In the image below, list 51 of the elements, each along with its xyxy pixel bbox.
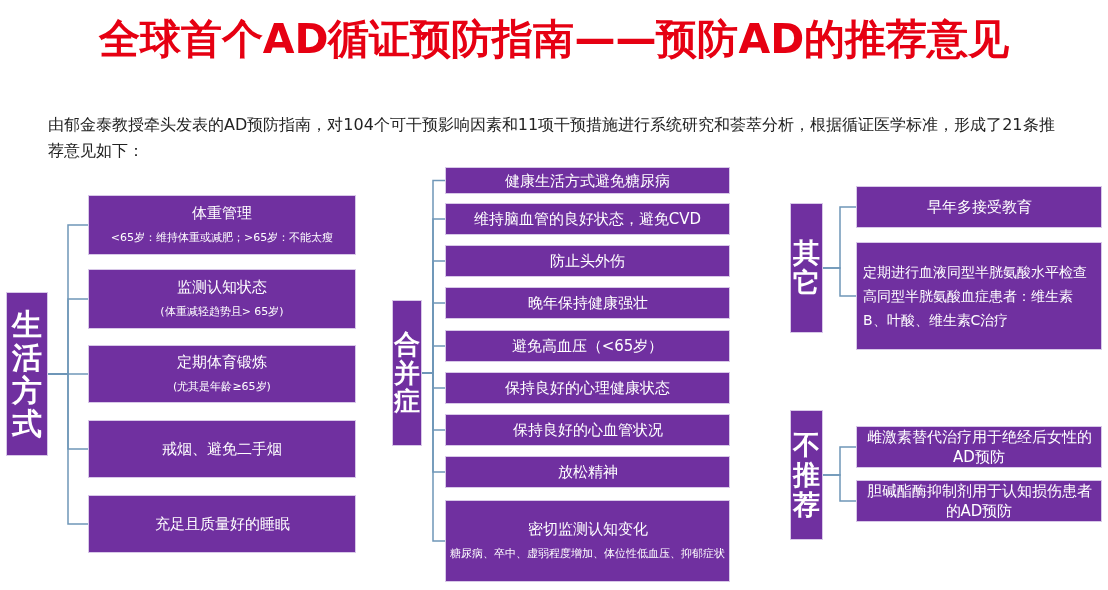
connector-line — [822, 267, 857, 297]
category-label: 不推荐 — [791, 430, 821, 520]
note-text: <65岁：维持体重或减肥；>65岁：不能太瘦 — [109, 230, 335, 246]
recommendation-text: 戒烟、避免二手烟 — [161, 439, 283, 459]
recommendation-text: 保持良好的心血管状况 — [511, 420, 664, 440]
note-text: 高同型半胱氨酸血症患者：维生素B、叶酸、维生素C治疗 — [862, 287, 1074, 330]
recommendation-box — [856, 242, 1102, 350]
recommendation-text: 体重管理 — [191, 203, 253, 223]
recommendation-box — [445, 245, 730, 277]
note-text: (体重减轻趋势且> 65岁) — [159, 304, 285, 320]
recommendation-box — [445, 414, 730, 446]
recommendation-text: 胆碱酯酶抑制剂用于认知损伤患者的AD预防 — [865, 481, 1093, 521]
note-text: 糖尿病、卒中、虚弱程度增加、体位性低血压、抑郁症状 — [449, 546, 726, 562]
recommendation-box — [445, 456, 730, 488]
recommendation-text: 保持良好的心理健康状态 — [504, 378, 671, 398]
recommendation-text: 密切监测认知变化 — [526, 519, 649, 539]
category-box — [6, 292, 48, 456]
recommendation-text: 晚年保持健康强壮 — [526, 293, 649, 313]
recommendation-box — [88, 195, 356, 255]
title: 全球首个AD循证预防指南——预防AD的推荐意见 — [97, 14, 1011, 65]
category-box — [790, 410, 823, 540]
recommendation-box — [445, 330, 730, 362]
category-box — [392, 300, 422, 446]
recommendation-box — [88, 495, 356, 553]
recommendation-box — [88, 345, 356, 403]
recommendation-box — [445, 167, 730, 194]
recommendation-text: 避免高血压（<65岁） — [510, 336, 665, 356]
connector-line — [822, 474, 857, 502]
recommendation-box — [856, 186, 1102, 228]
recommendation-text: 放松精神 — [556, 462, 619, 482]
recommendation-text: 雌激素替代治疗用于绝经后女性的AD预防 — [865, 427, 1093, 467]
recommendation-text: 防止头外伤 — [549, 251, 626, 271]
recommendation-box — [445, 372, 730, 404]
recommendation-text: 监测认知状态 — [176, 277, 268, 297]
recommendation-text: 早年多接受教育 — [925, 197, 1033, 217]
category-label: 合并症 — [392, 330, 421, 416]
recommendation-box — [88, 269, 356, 329]
category-box — [790, 203, 823, 333]
note-text: (尤其是年龄≥65岁) — [172, 379, 272, 395]
recommendation-text: 维持脑血管的良好状态，避免CVD — [472, 209, 703, 229]
recommendation-box — [445, 203, 730, 235]
recommendation-text: 充足且质量好的睡眠 — [153, 514, 291, 534]
recommendation-text: 定期进行血液同型半胱氨酸水平检查 — [862, 263, 1088, 282]
category-label: 生活方式 — [10, 308, 43, 440]
recommendation-box — [445, 287, 730, 319]
category-label: 其它 — [792, 238, 821, 298]
intro-paragraph: 由郁金泰教授牵头发表的AD预防指南，对104个可干预影响因素和11项干预措施进行系统研究和荟萃分析，根据循证医学标准，形成了21条推荐意见如下： — [48, 114, 1056, 162]
recommendation-box — [445, 500, 730, 582]
recommendation-text: 健康生活方式避免糖尿病 — [504, 170, 671, 191]
recommendation-text: 定期体育锻炼 — [176, 352, 268, 372]
recommendation-box — [88, 420, 356, 478]
